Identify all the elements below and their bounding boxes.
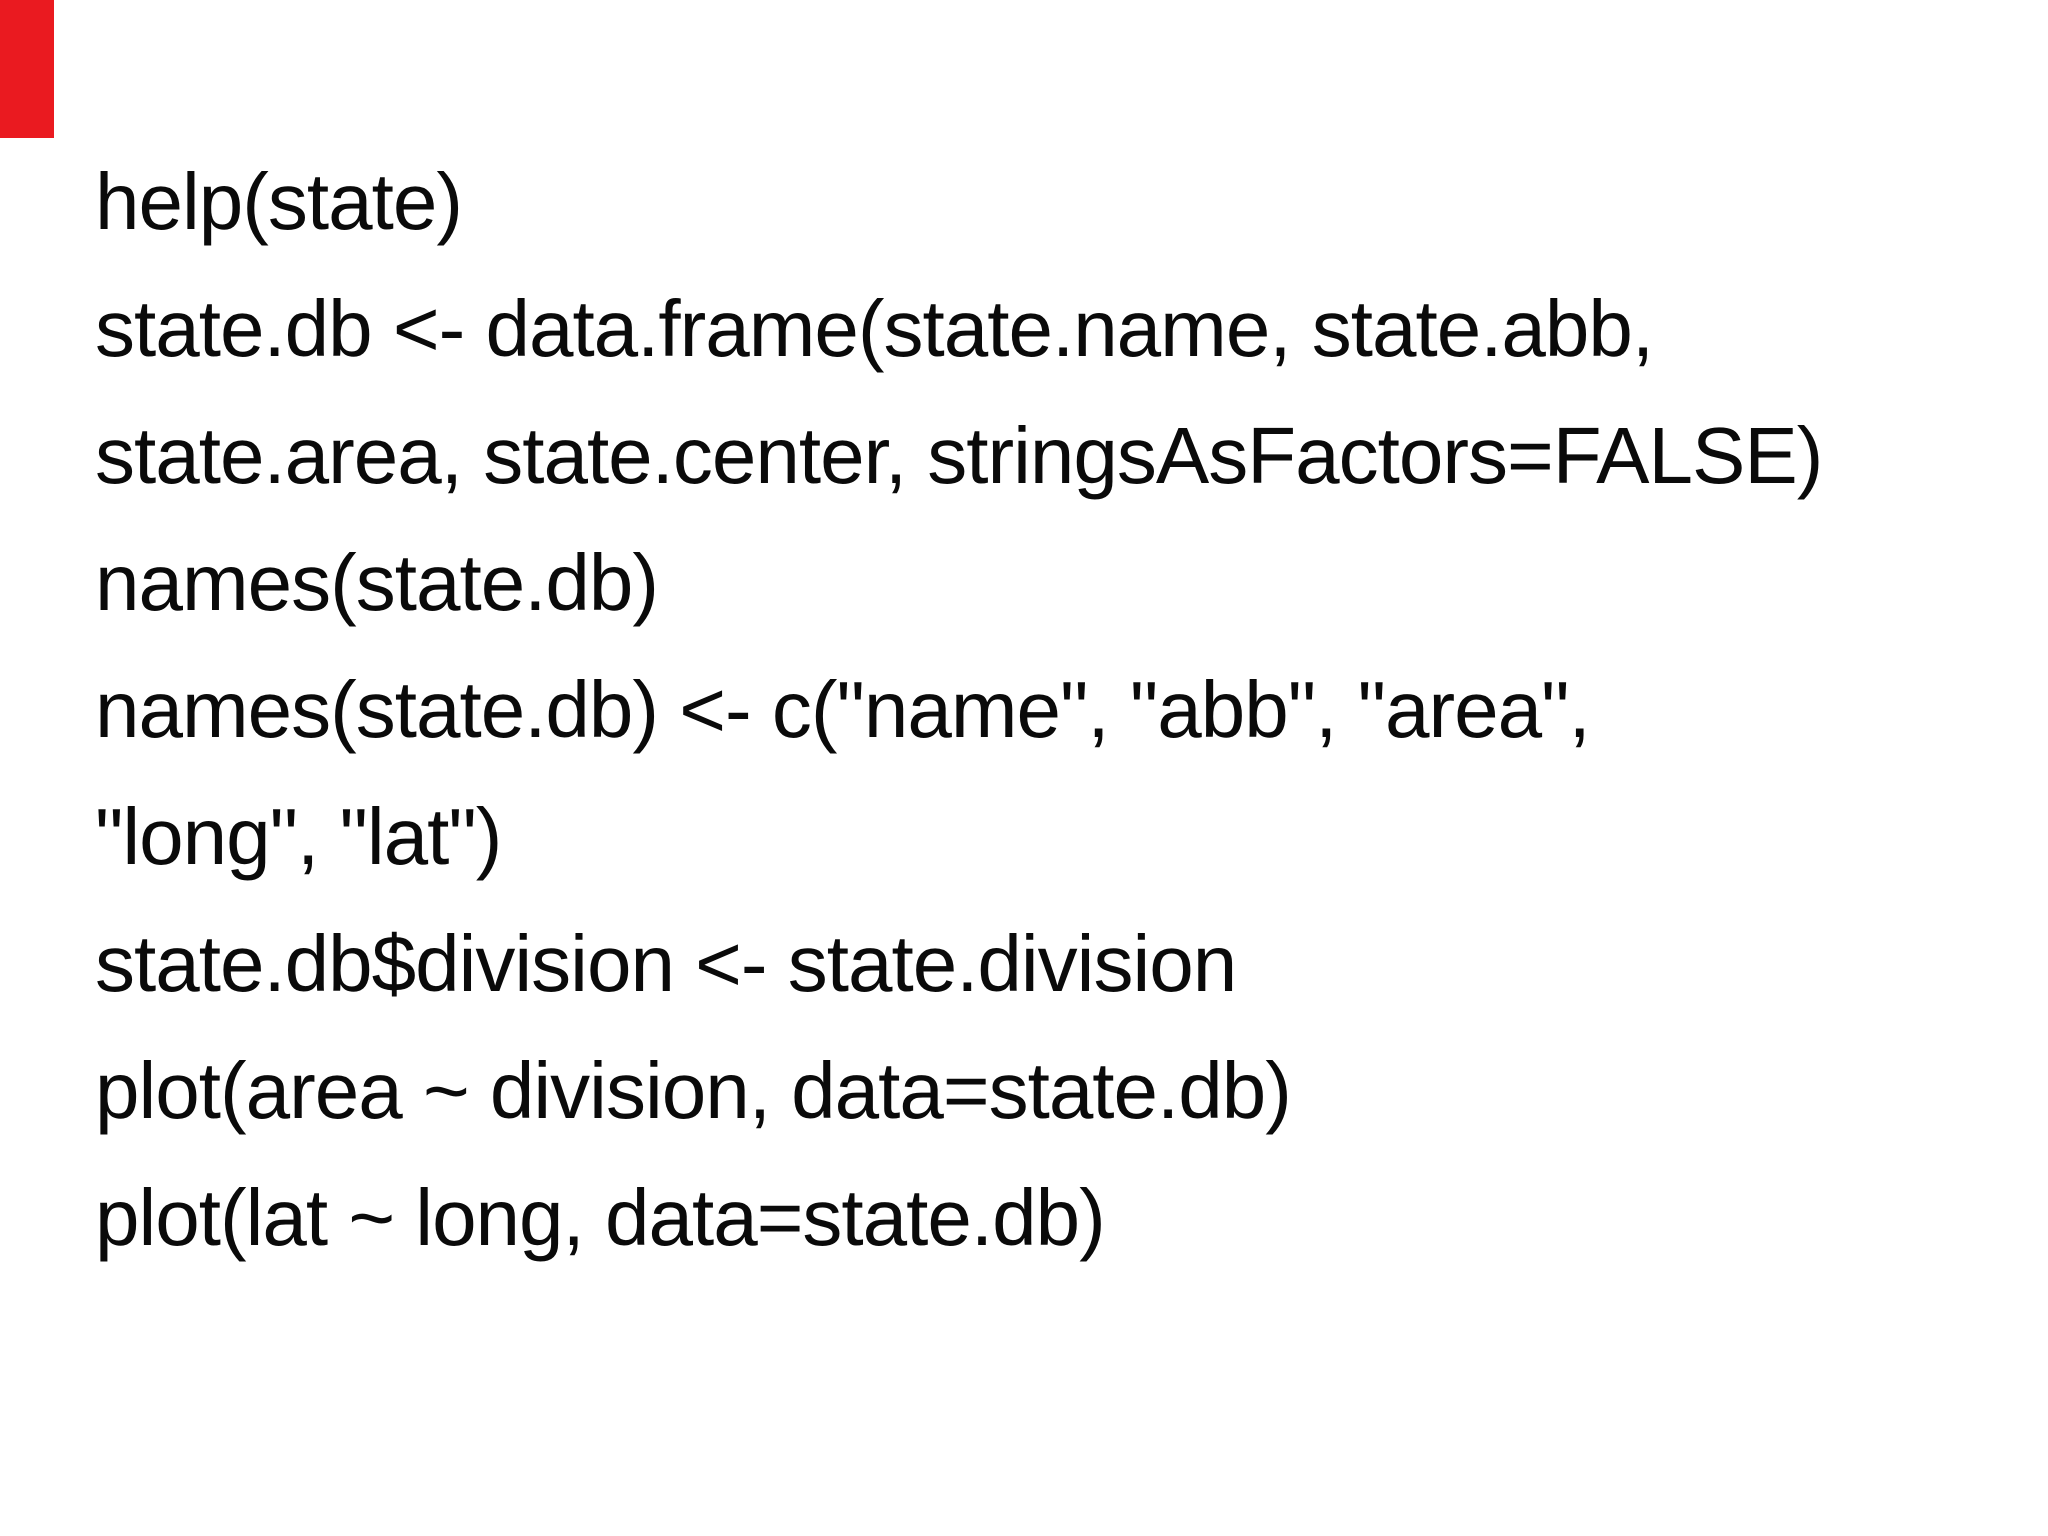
code-line-division-assign: state.db$division <- state.division bbox=[95, 919, 1237, 1008]
code-line-names-assign-1: names(state.db) <- c("name", "abb", "are… bbox=[95, 665, 1591, 754]
code-line-plot-area-division: plot(area ~ division, data=state.db) bbox=[95, 1046, 1292, 1135]
code-line-names-assign-2: "long", "lat") bbox=[95, 792, 502, 881]
code-line-names-get: names(state.db) bbox=[95, 538, 659, 627]
red-corner-marker bbox=[0, 0, 54, 138]
code-line-dataframe-2: state.area, state.center, stringsAsFacto… bbox=[95, 411, 1823, 500]
code-line-dataframe-1: state.db <- data.frame(state.name, state… bbox=[95, 284, 1654, 373]
code-line-plot-lat-long: plot(lat ~ long, data=state.db) bbox=[95, 1173, 1106, 1262]
code-line-help-state: help(state) bbox=[95, 157, 463, 246]
r-code-block: help(state) state.db <- data.frame(state… bbox=[95, 138, 1988, 1281]
